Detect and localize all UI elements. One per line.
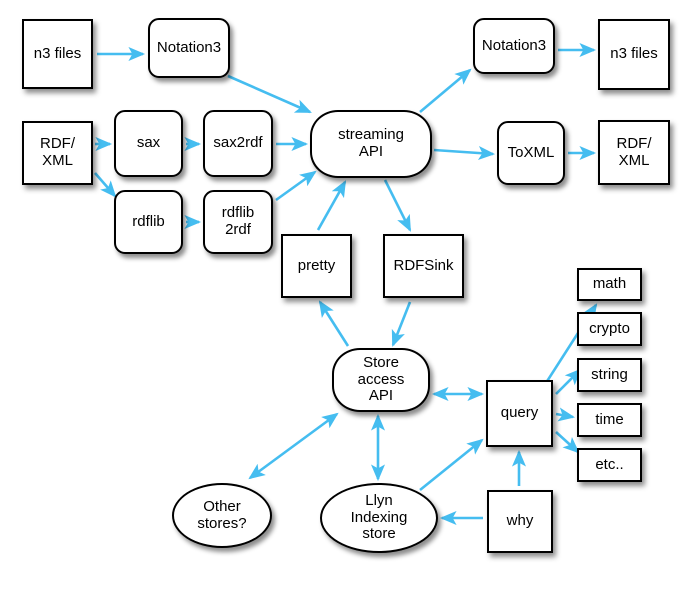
- node-rdfsink[interactable]: RDFSink: [383, 234, 464, 298]
- node-query[interactable]: query: [486, 380, 553, 447]
- node-label-pretty: pretty: [297, 256, 336, 274]
- node-string[interactable]: string: [577, 358, 642, 392]
- node-crypto[interactable]: crypto: [577, 312, 642, 346]
- node-notation3_in[interactable]: Notation3: [148, 18, 230, 78]
- node-n3files_in[interactable]: n3 files: [22, 19, 93, 89]
- node-label-crypto: crypto: [589, 319, 630, 337]
- node-rdflib2rdf[interactable]: rdflib 2rdf: [203, 190, 273, 254]
- node-rdfxml_in[interactable]: RDF/ XML: [22, 121, 93, 185]
- node-label-rdflib2rdf: rdflib 2rdf: [221, 204, 255, 238]
- node-why[interactable]: why: [487, 490, 553, 553]
- node-llyn[interactable]: Llyn Indexing store: [320, 483, 438, 553]
- edge-streaming-to-toxml: [433, 146, 496, 161]
- node-streaming[interactable]: streaming API: [310, 110, 432, 178]
- node-storeaccess[interactable]: Store access API: [332, 348, 430, 412]
- node-rdfxml_out[interactable]: RDF/ XML: [598, 120, 670, 185]
- node-label-notation3_in: Notation3: [156, 38, 222, 56]
- node-label-storeaccess: Store access API: [357, 353, 405, 405]
- node-otherstores[interactable]: Other stores?: [172, 483, 272, 548]
- node-toxml[interactable]: ToXML: [497, 121, 565, 185]
- edge-query-to-time: [555, 407, 576, 422]
- node-label-why: why: [506, 512, 534, 530]
- node-label-etc: etc..: [595, 455, 624, 473]
- node-sax[interactable]: sax: [114, 110, 183, 177]
- node-label-time: time: [595, 410, 624, 428]
- node-label-n3files_in: n3 files: [33, 44, 82, 62]
- edge-pretty-to-streaming: [316, 180, 347, 231]
- node-rdflib[interactable]: rdflib: [114, 190, 183, 254]
- edge-rdfxml_in-to-rdflib: [94, 172, 117, 198]
- node-math[interactable]: math: [577, 268, 642, 301]
- edge-otherstores-to-storeaccess: [248, 412, 339, 480]
- node-pretty[interactable]: pretty: [281, 234, 352, 298]
- node-label-n3files_out: n3 files: [610, 45, 658, 63]
- edge-notation3_in-to-streaming: [227, 74, 312, 114]
- node-label-rdflib: rdflib: [132, 212, 165, 230]
- edge-streaming-to-notation3_out: [419, 68, 472, 113]
- node-notation3_out[interactable]: Notation3: [473, 18, 555, 74]
- node-label-sax: sax: [136, 134, 161, 152]
- node-label-otherstores: Other stores?: [197, 497, 247, 532]
- node-label-rdfxml_out: RDF/ XML: [616, 134, 652, 169]
- node-etc[interactable]: etc..: [577, 448, 642, 482]
- node-n3files_out[interactable]: n3 files: [598, 19, 670, 90]
- node-label-rdfsink: RDFSink: [393, 256, 454, 274]
- node-label-notation3_out: Notation3: [481, 36, 547, 54]
- node-label-toxml: ToXML: [507, 143, 555, 161]
- node-time[interactable]: time: [577, 403, 642, 437]
- node-label-string: string: [591, 365, 628, 383]
- node-label-sax2rdf: sax2rdf: [213, 134, 263, 152]
- node-label-streaming: streaming API: [338, 126, 404, 160]
- node-label-math: math: [592, 275, 627, 293]
- node-label-query: query: [500, 404, 539, 422]
- edge-llyn-to-query: [419, 438, 484, 492]
- node-label-llyn: Llyn Indexing store: [350, 491, 408, 543]
- node-label-rdfxml_in: RDF/ XML: [40, 135, 75, 169]
- edge-query-to-etc: [555, 431, 580, 454]
- edge-storeaccess-to-pretty: [318, 300, 350, 347]
- edge-rdfsink-to-storeaccess: [391, 301, 412, 347]
- edge-rdflib2rdf-to-streaming: [275, 170, 317, 202]
- edge-streaming-to-rdfsink: [383, 179, 412, 232]
- node-sax2rdf[interactable]: sax2rdf: [203, 110, 273, 177]
